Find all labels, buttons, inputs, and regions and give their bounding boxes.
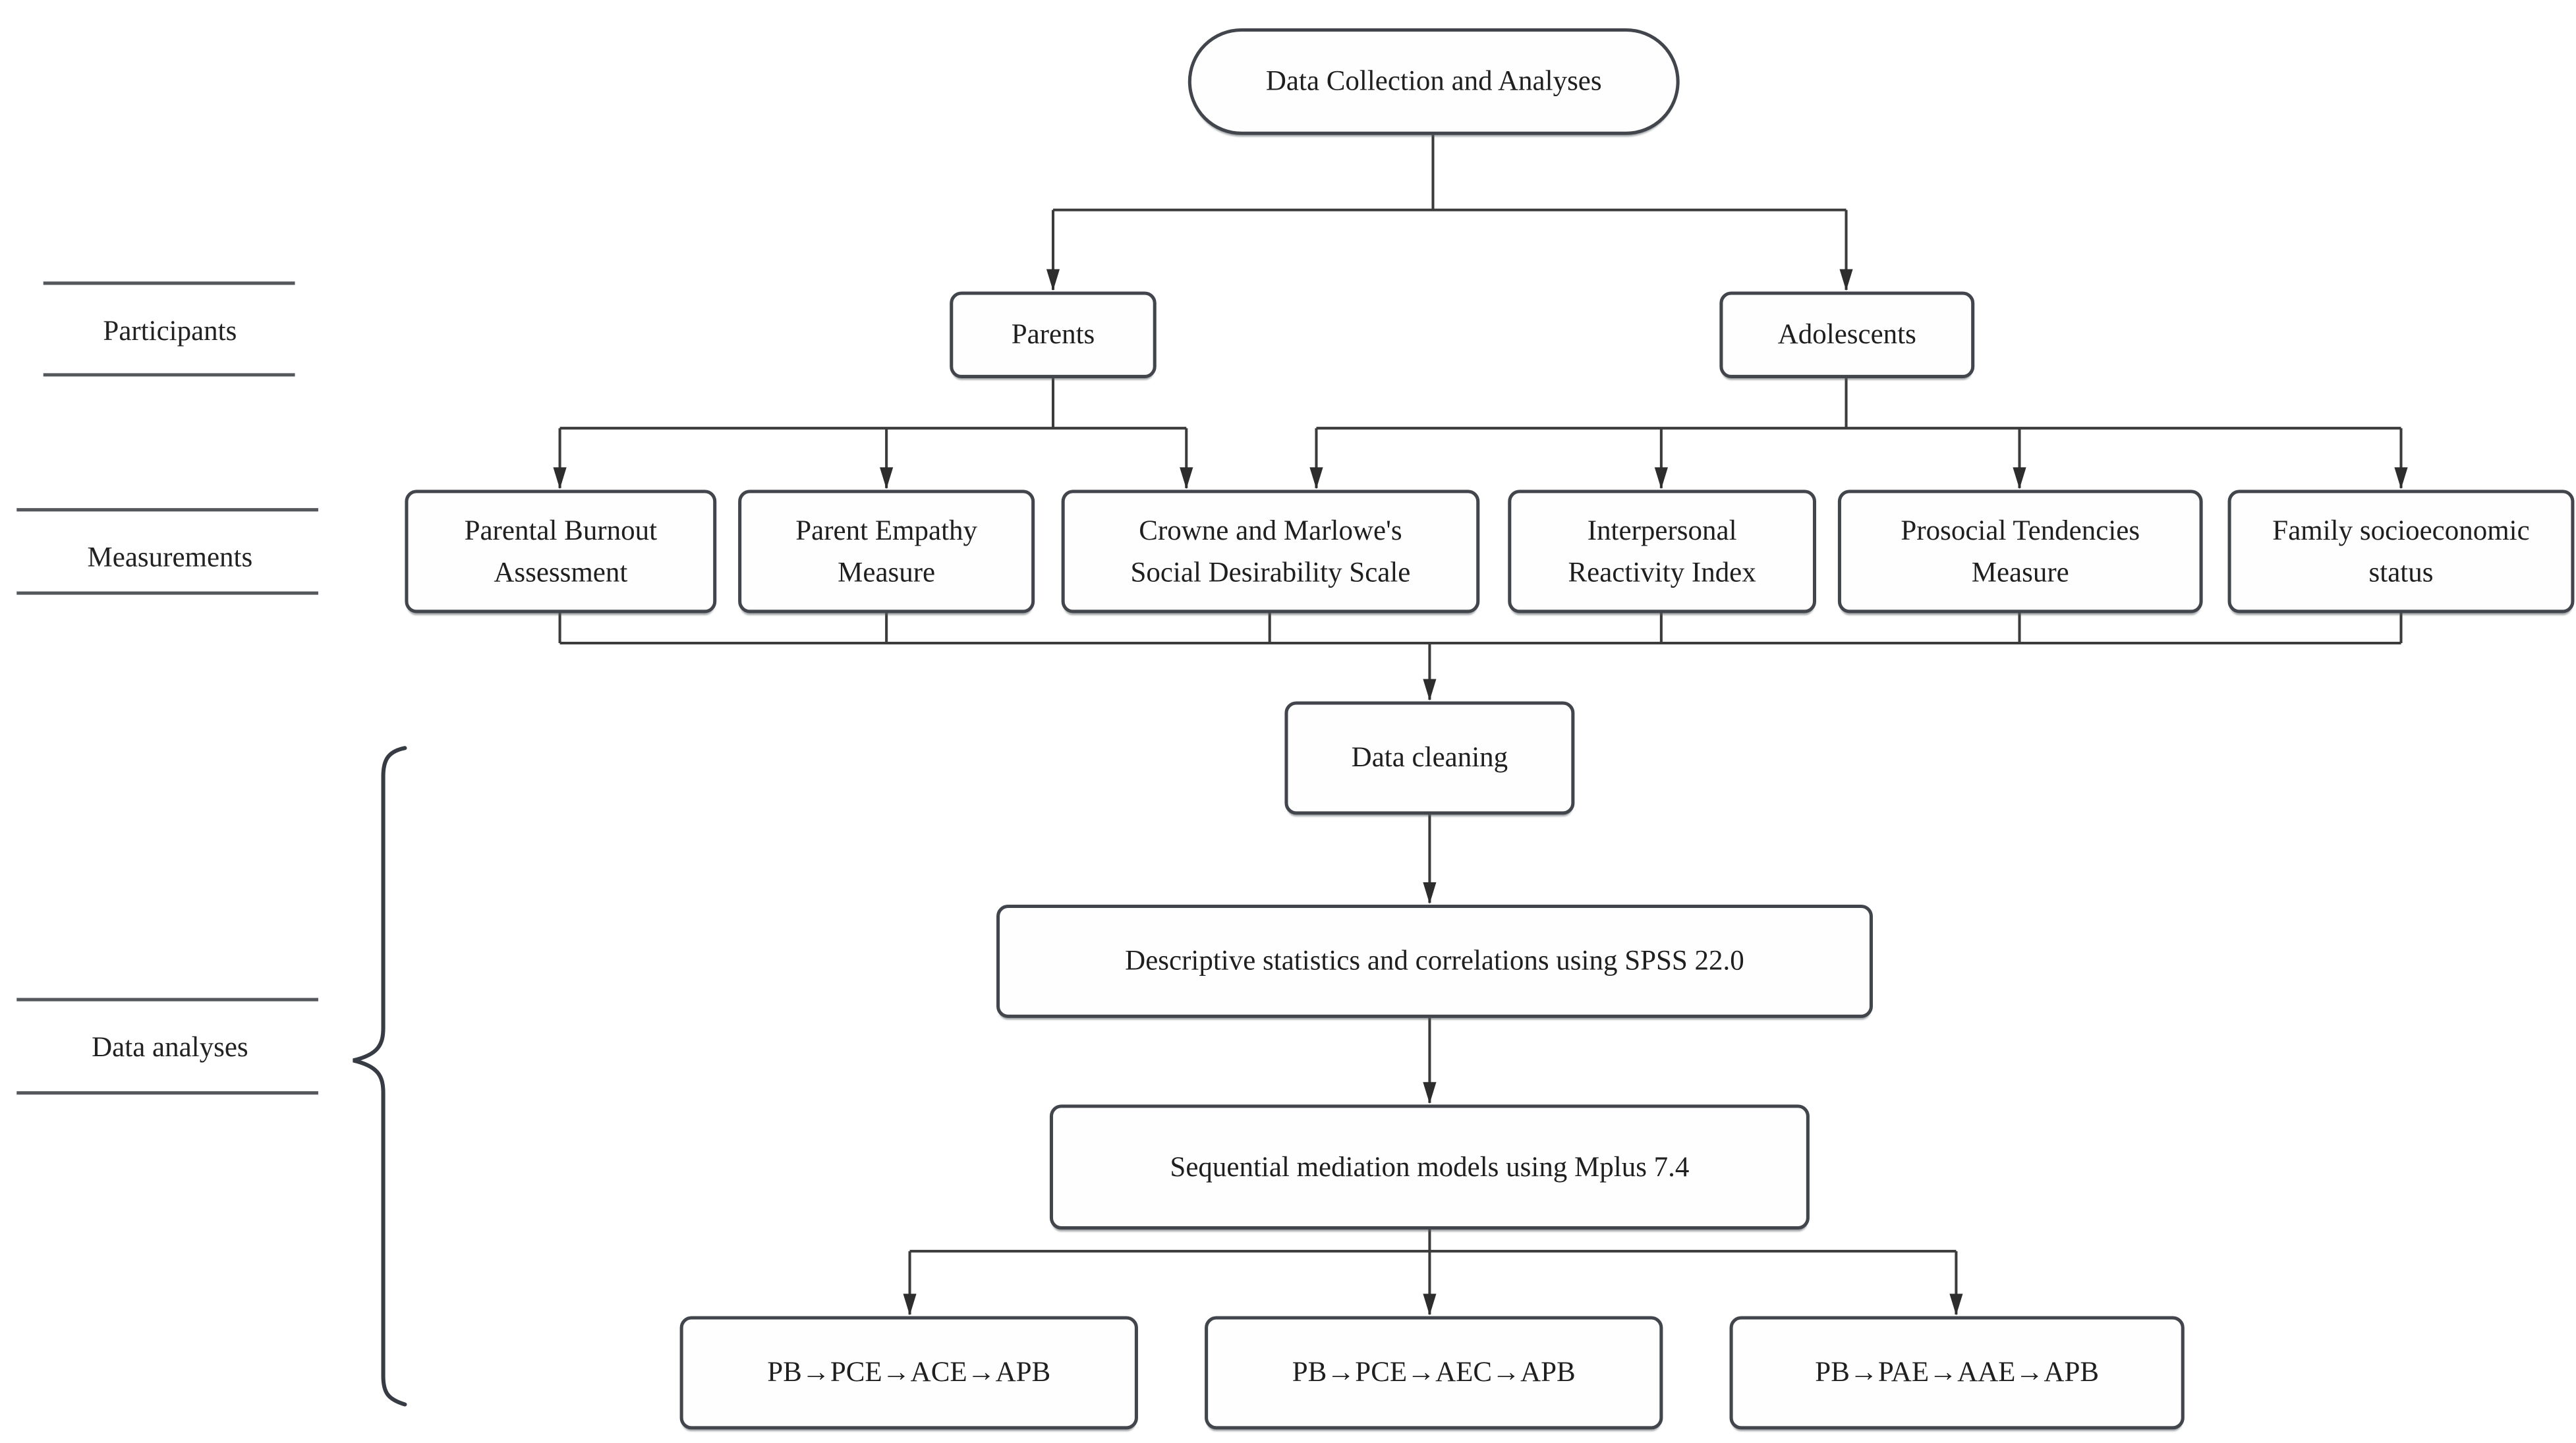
node-family-socioeconomic-status: Family socioeconomic status	[2227, 490, 2575, 613]
edges-analysis-spine	[903, 814, 1963, 1316]
node-label: PB→PCE→AEC→APB	[1292, 1356, 1576, 1388]
edges-measurements-to-cleaning	[558, 613, 2403, 701]
node-label: Prosocial Tendencies Measure	[1901, 514, 2140, 588]
node-label: PB→PAE→AAE→APB	[1815, 1356, 2100, 1388]
node-parental-burnout-assessment: Parental Burnout Assessment	[405, 490, 717, 613]
node-label: Crowne and Marlowe's Social Desirability…	[1130, 514, 1411, 588]
node-model-pb-pae-aae-apb: PB→PAE→AAE→APB	[1729, 1316, 2185, 1430]
node-data-cleaning: Data cleaning	[1284, 701, 1575, 815]
node-label: Data Collection and Analyses	[1265, 65, 1602, 98]
node-label: Interpersonal Reactivity Index	[1568, 514, 1756, 588]
node-social-desirability-scale: Crowne and Marlowe's Social Desirability…	[1061, 490, 1480, 613]
node-label: Parent Empathy Measure	[795, 514, 978, 588]
node-parent-empathy-measure: Parent Empathy Measure	[738, 490, 1035, 613]
row-label-participants: Participants	[103, 314, 237, 347]
node-parents: Parents	[950, 291, 1157, 378]
node-label: PB→PCE→ACE→APB	[767, 1356, 1051, 1388]
data-analyses-brace	[353, 746, 407, 1407]
node-label: Parents	[1011, 318, 1095, 351]
row-label-measurements: Measurements	[87, 541, 253, 573]
node-interpersonal-reactivity-index: Interpersonal Reactivity Index	[1508, 490, 1817, 613]
side-label-rules	[16, 281, 318, 1095]
node-model-pb-pce-aec-apb: PB→PCE→AEC→APB	[1205, 1316, 1663, 1430]
node-prosocial-tendencies-measure: Prosocial Tendencies Measure	[1837, 490, 2203, 613]
node-adolescents: Adolescents	[1719, 291, 1975, 378]
node-data-collection-and-analyses: Data Collection and Analyses	[1188, 28, 1680, 135]
node-descriptive-statistics: Descriptive statistics and correlations …	[996, 904, 1873, 1018]
node-label: Descriptive statistics and correlations …	[1125, 945, 1744, 977]
node-label: Sequential mediation models using Mplus …	[1170, 1150, 1690, 1183]
node-label: Data cleaning	[1351, 741, 1508, 774]
node-sequential-mediation-models: Sequential mediation models using Mplus …	[1049, 1104, 1810, 1230]
node-model-pb-pce-ace-apb: PB→PCE→ACE→APB	[679, 1316, 1138, 1430]
edges-root-to-participants	[1046, 134, 1853, 291]
node-label: Adolescents	[1777, 318, 1916, 351]
edges-participants-to-measurements	[553, 378, 2408, 490]
row-label-data-analyses: Data analyses	[92, 1031, 248, 1063]
node-label: Family socioeconomic status	[2272, 514, 2530, 588]
node-label: Parental Burnout Assessment	[464, 514, 658, 588]
